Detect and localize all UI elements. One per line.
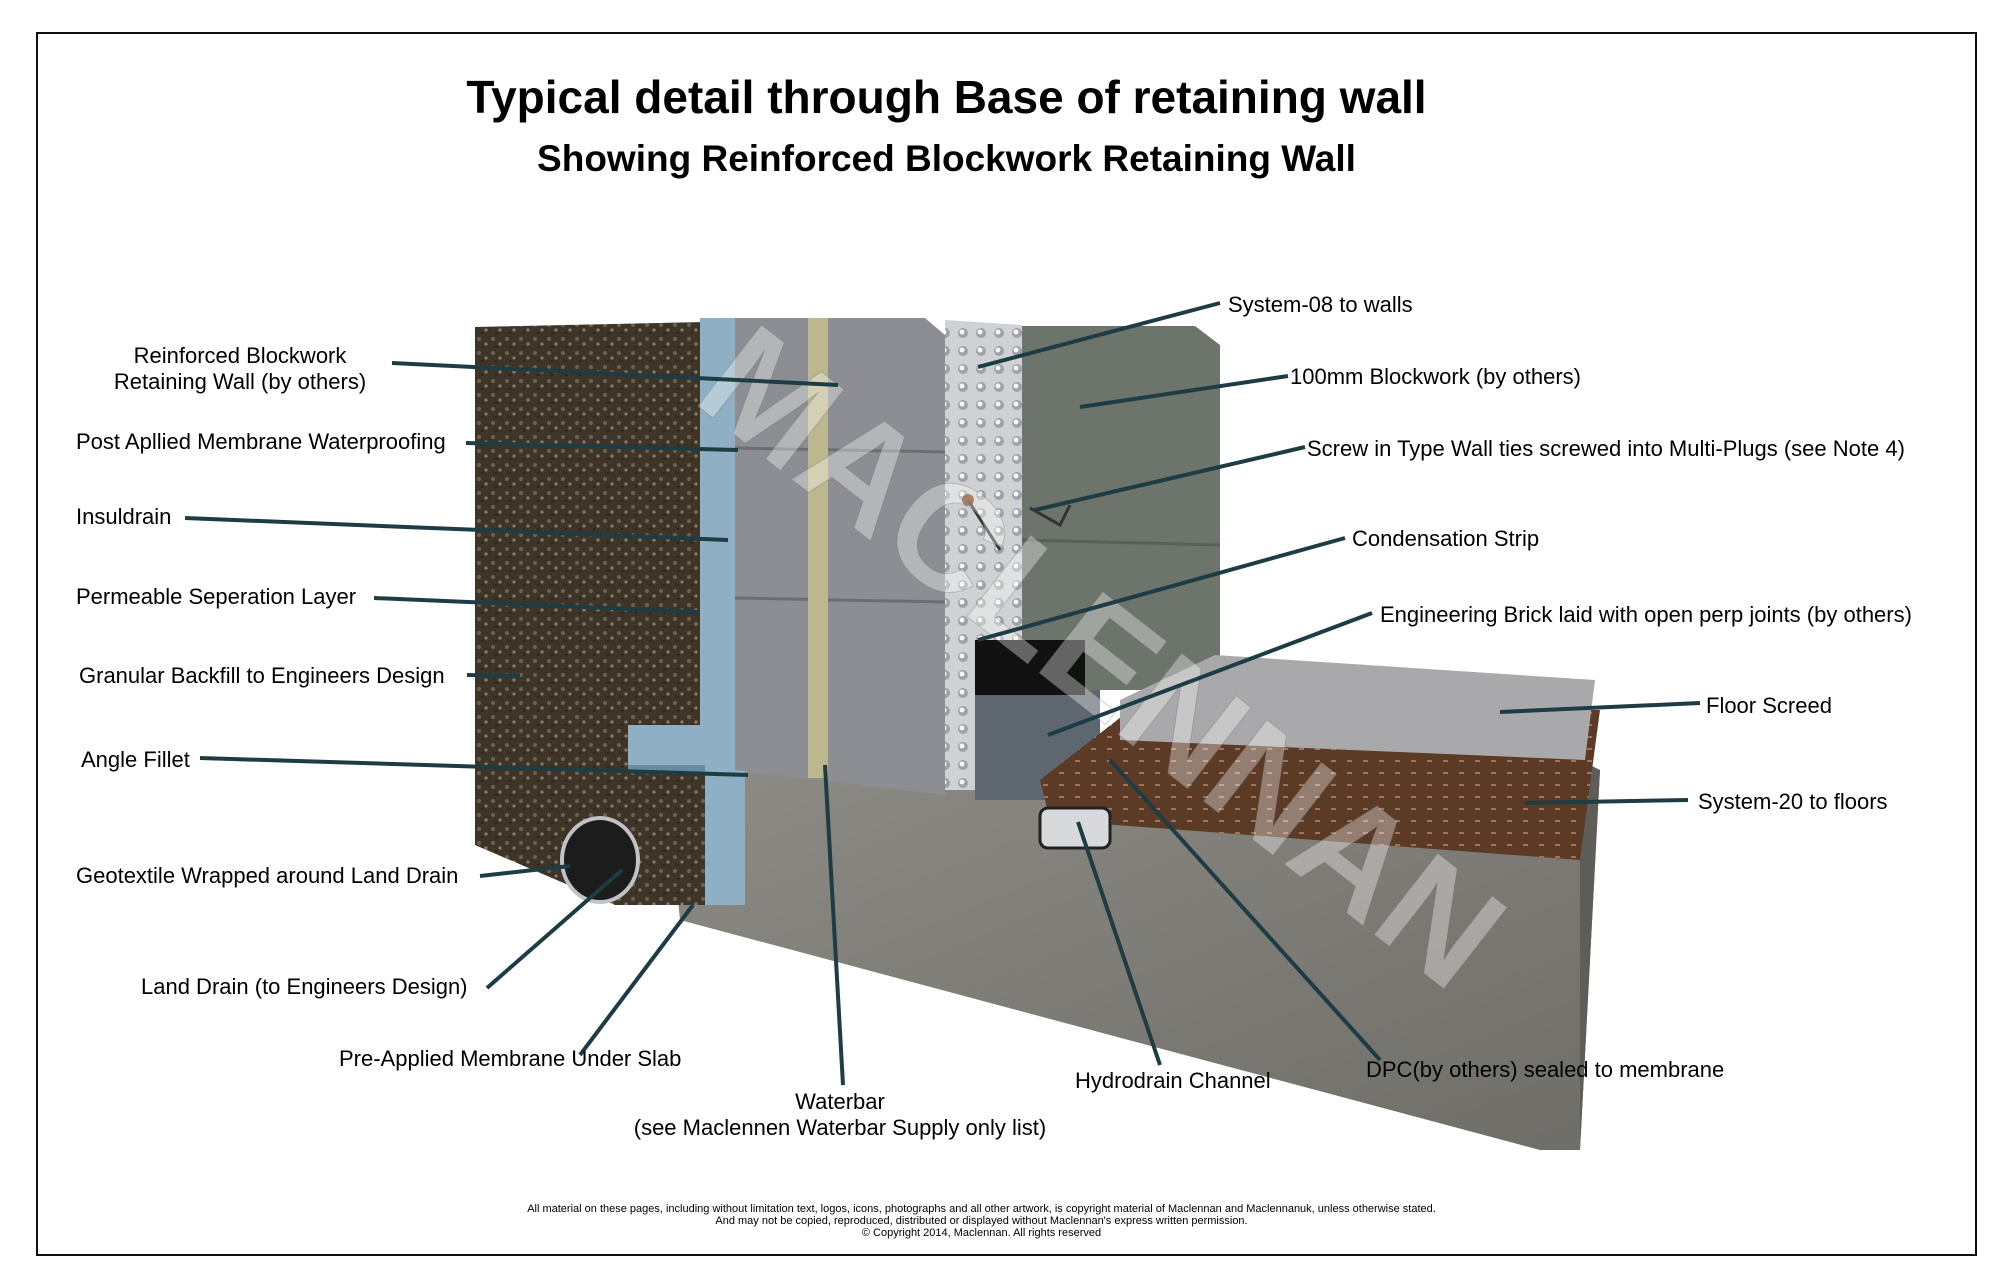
reinforced-blockwork-wall xyxy=(735,318,945,795)
copyright-footer: All material on these pages, including w… xyxy=(0,1203,1988,1239)
wall-tie xyxy=(966,499,1072,551)
label-screw-ties: Screw in Type Wall ties screwed into Mul… xyxy=(1307,436,1905,461)
diagram-title: Typical detail through Base of retaining… xyxy=(466,71,1427,123)
waterbar-core xyxy=(808,318,828,778)
floor-screed xyxy=(1120,655,1595,760)
label-angle-fillet: Angle Fillet xyxy=(81,747,190,772)
label-land-drain: Land Drain (to Engineers Design) xyxy=(141,974,468,999)
footer-line-1: All material on these pages, including w… xyxy=(527,1203,1436,1215)
label-condensation-strip: Condensation Strip xyxy=(1352,526,1540,551)
label-floor-screed: Floor Screed xyxy=(1706,693,1832,718)
diagram-subtitle: Showing Reinforced Blockwork Retaining W… xyxy=(537,138,1356,179)
hydrodrain-channel xyxy=(1038,806,1112,850)
diagram-border xyxy=(36,32,1977,1256)
label-hydrodrain: Hydrodrain Channel xyxy=(1075,1068,1271,1093)
label-post-applied-membrane: Post Apllied Membrane Waterproofing xyxy=(76,429,446,454)
concrete-base-slab xyxy=(665,770,1600,1150)
label-system-20: System-20 to floors xyxy=(1698,789,1888,814)
label-100mm-blockwork: 100mm Blockwork (by others) xyxy=(1290,364,1581,389)
label-reinforced-blockwork-line1: Reinforced Blockwork xyxy=(133,343,347,368)
footer-line-3: © Copyright 2014, Maclennan. All rights … xyxy=(861,1227,1102,1239)
label-waterbar-line1: Waterbar xyxy=(795,1089,885,1114)
label-granular-backfill: Granular Backfill to Engineers Design xyxy=(79,663,445,688)
label-dpc: DPC(by others) sealed to membrane xyxy=(1366,1057,1725,1082)
label-waterbar-line2: (see Maclennen Waterbar Supply only list… xyxy=(633,1115,1047,1140)
land-drain-pipe xyxy=(560,816,640,904)
label-insuldrain: Insuldrain xyxy=(76,504,172,529)
footer-line-2: And may not be copied, reproduced, distr… xyxy=(715,1215,1248,1227)
label-geotextile: Geotextile Wrapped around Land Drain xyxy=(76,863,459,888)
label-reinforced-blockwork-line2: Retaining Wall (by others) xyxy=(113,369,367,394)
label-permeable-layer: Permeable Seperation Layer xyxy=(76,584,357,609)
label-pre-applied-membrane: Pre-Applied Membrane Under Slab xyxy=(339,1046,682,1071)
leader-lines xyxy=(184,301,1701,1086)
insuldrain-membrane xyxy=(628,318,745,905)
inner-blockwork-wall xyxy=(1022,326,1220,690)
label-engineering-brick: Engineering Brick laid with open perp jo… xyxy=(1380,602,1912,627)
label-system-08: System-08 to walls xyxy=(1228,292,1413,317)
